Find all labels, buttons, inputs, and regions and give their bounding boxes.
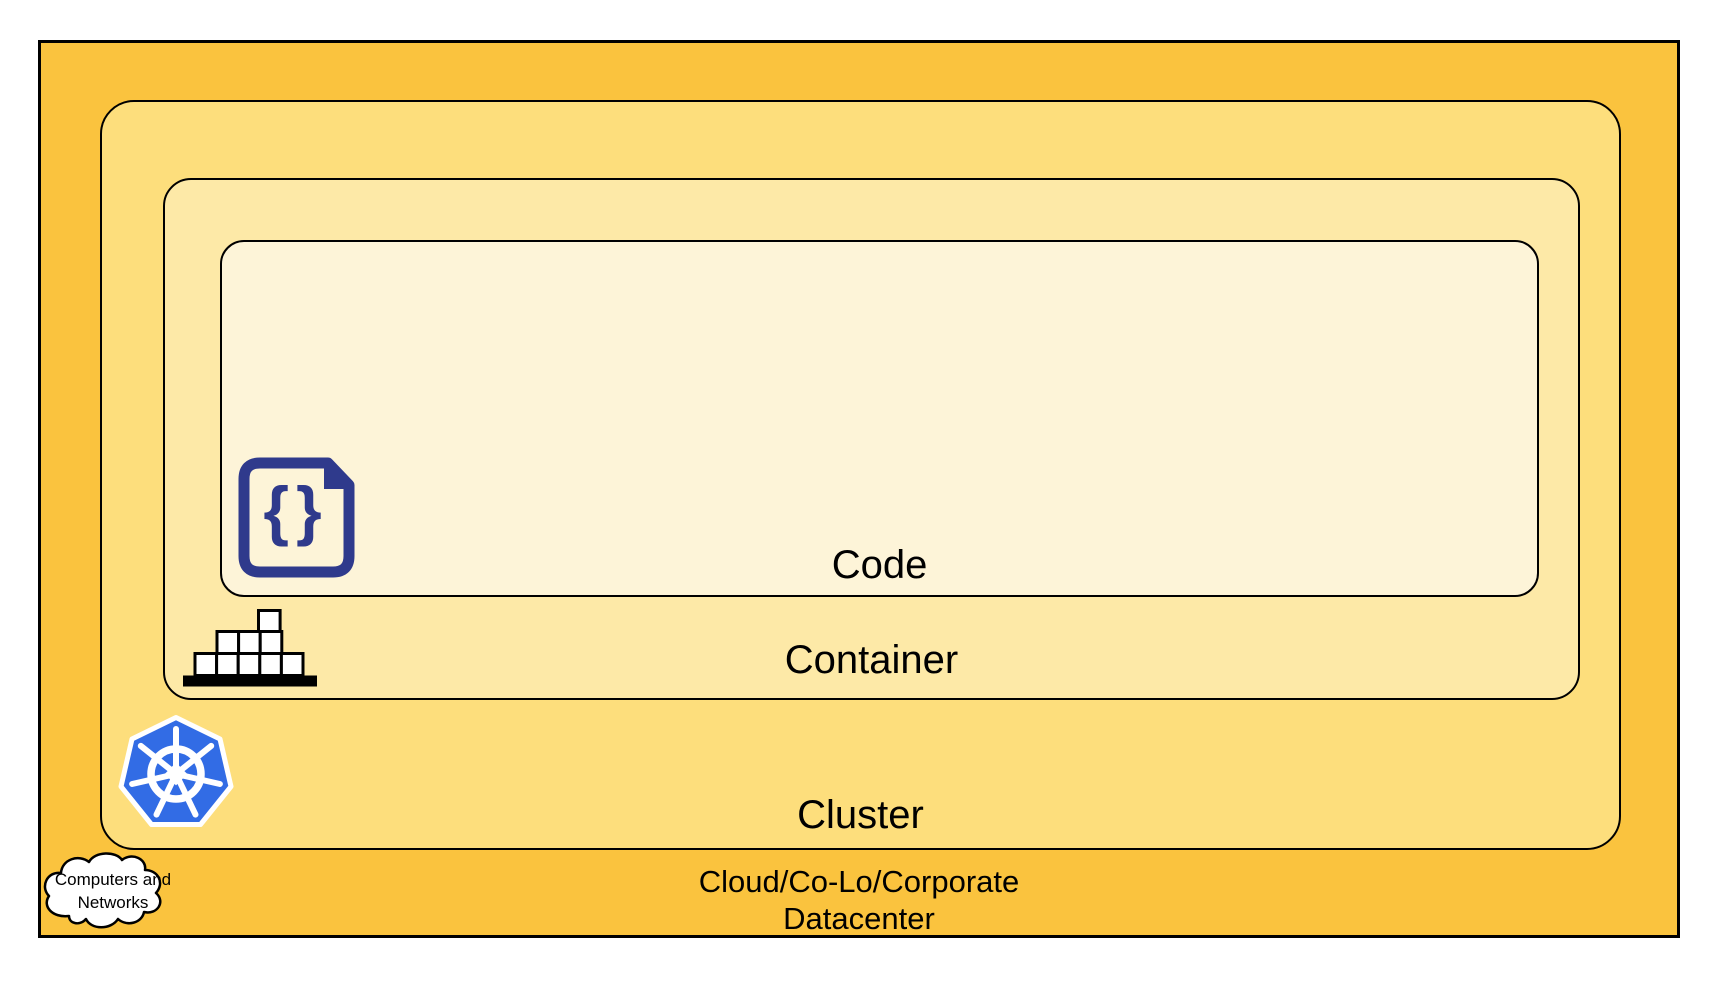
container-label: Container — [784, 638, 959, 682]
kubernetes-icon — [118, 713, 234, 840]
datacenter-label-line1: Cloud/Co-Lo/Corporate — [698, 864, 1020, 899]
container-stack-icon — [183, 609, 317, 692]
container-base-bar — [183, 675, 317, 687]
code-file-icon: {} — [238, 457, 355, 583]
cloud-shape — [43, 852, 162, 929]
code-file-fold — [324, 460, 352, 489]
cloud-text-line2: Networks — [77, 893, 149, 912]
kubernetes-wheel-ring — [147, 745, 205, 803]
cloud-text-line1: Computers and — [54, 870, 172, 889]
shape-container: Code Container — [163, 178, 1580, 700]
computers-networks-cloud: Computers and Networks — [40, 851, 186, 938]
datacenter-label: Cloud/Co-Lo/Corporate Datacenter — [41, 863, 1677, 937]
cluster-label: Cluster — [797, 793, 924, 837]
code-braces-glyph: {} — [263, 473, 328, 547]
shape-datacenter: Code Container Cluster Cloud/Co-Lo/Corpo… — [38, 40, 1680, 938]
shape-code: Code — [220, 240, 1539, 597]
cloud-text: Computers and Networks — [40, 868, 186, 914]
shape-cluster: Code Container Cluster — [100, 100, 1621, 850]
code-file-outline — [238, 457, 355, 578]
datacenter-label-line2: Datacenter — [783, 901, 935, 936]
container-boxes — [193, 609, 305, 677]
code-label: Code — [831, 543, 928, 587]
